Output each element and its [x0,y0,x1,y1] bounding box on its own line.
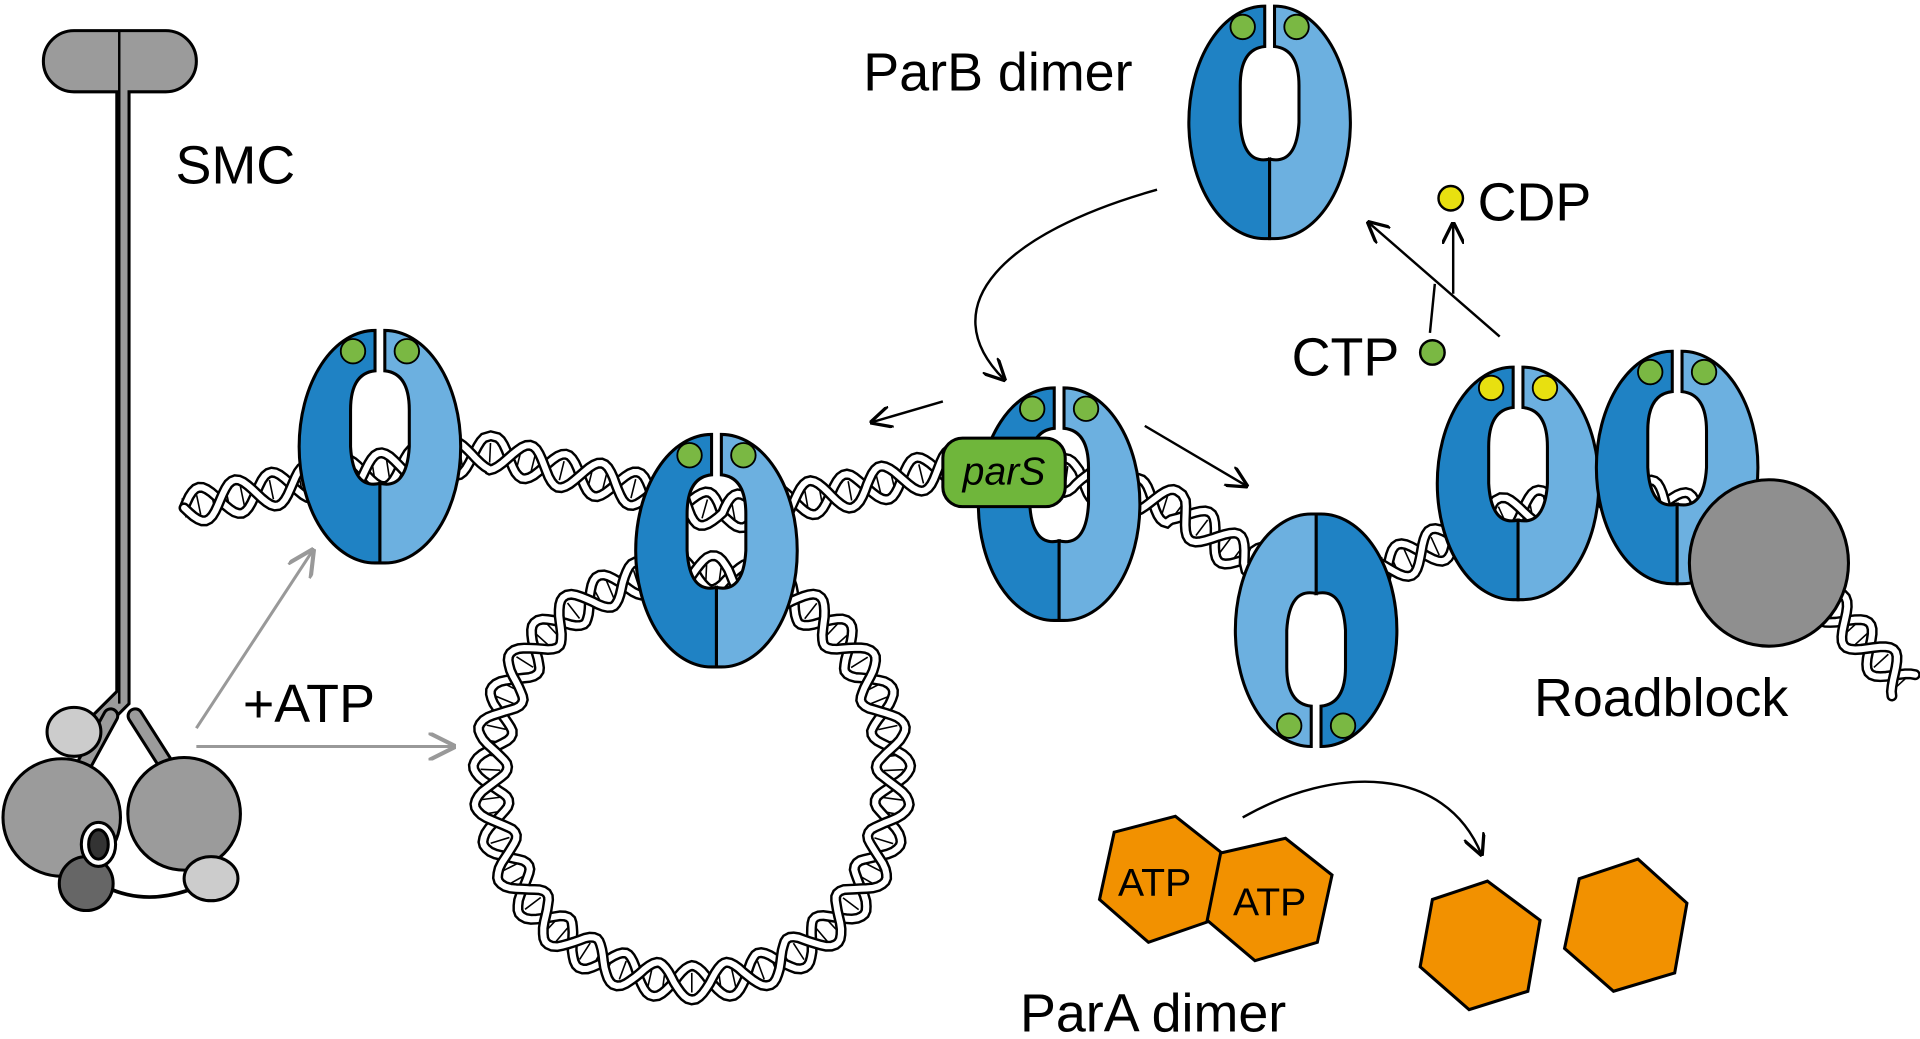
arrow-ctp-hydrolysis [1428,283,1437,333]
smc-kleisin-light-top [45,705,103,758]
atp-plus-label: +ATP [243,674,375,734]
smc-label: SMC [176,136,296,196]
pars-site: parS [941,436,1067,509]
parb-dimer-ring [1435,365,1601,602]
parb-dimer-ring [634,432,799,669]
parb-monomer-light [714,432,799,669]
parb-monomer-light [378,328,463,565]
parb-dimer-free [1187,4,1352,241]
nucleotide-dot [676,442,703,469]
parb-dimer-label: ParB dimer [863,43,1132,103]
arrow-atp-up [195,551,312,729]
parb-dimer-ring [1233,512,1399,749]
nucleotide-dot [339,338,367,365]
pars-label: parS [962,451,1046,494]
arrow-slide-left [872,400,944,422]
parb-monomer-dark [297,328,382,565]
nucleotide-dot [1637,358,1664,386]
smc-kleisin-light-bottom [182,855,240,903]
dna-strand [471,552,913,1003]
parb-monomer-dark [1435,365,1520,602]
roadblock [1687,478,1851,648]
parb-monomer-dark [1314,512,1399,749]
arrow-para-dissociation [1242,780,1482,854]
atp-site [87,828,110,861]
parb-monomer-light [1057,386,1142,622]
atp-label-2: ATP [1233,881,1306,924]
arrow-parb-release [1369,223,1501,338]
nucleotide-dot [1690,358,1718,386]
roadblock-label: Roadblock [1534,668,1788,728]
parb-monomer-light [1268,4,1352,241]
parb-monomer-light [1516,365,1601,602]
ctp-label: CTP [1292,328,1400,388]
nucleotide-dot [1072,395,1100,422]
nucleotide-dot [393,338,421,365]
ctp-molecule [1418,338,1446,366]
nucleotide-dot [730,442,757,469]
nucleotide-dot [1477,374,1505,402]
nucleotide-dot [1229,13,1256,41]
smc-head-right [126,755,242,872]
parb-monomer-dark [1594,349,1679,586]
cdp-label: CDP [1478,172,1592,232]
arrow-slide-right [1144,424,1247,486]
nucleotide-dot [1019,395,1046,422]
parb-monomer-dark [634,432,718,669]
nucleotide-dot [1531,374,1559,402]
cdp-molecule [1437,184,1465,212]
parb-dimer-ring [297,328,463,565]
para-dimer: ATP ATP [1097,814,1689,1012]
para-monomer-atp-2 [1205,836,1334,963]
arrow-parb-loading [974,188,1158,380]
parb-rings [297,4,1760,749]
nucleotide-dot [1283,13,1310,41]
smc-complex [1,29,242,913]
para-monomer-free-2 [1562,857,1689,993]
nucleotide-dot [1276,712,1303,739]
parb-monomer-dark [1187,4,1272,241]
para-monomer-free-1 [1418,879,1542,1012]
para-dimer-label: ParA dimer [1020,984,1286,1039]
atp-label-1: ATP [1118,862,1191,905]
nucleotide-dot [1329,712,1357,739]
parb-monomer-light [1233,512,1318,749]
